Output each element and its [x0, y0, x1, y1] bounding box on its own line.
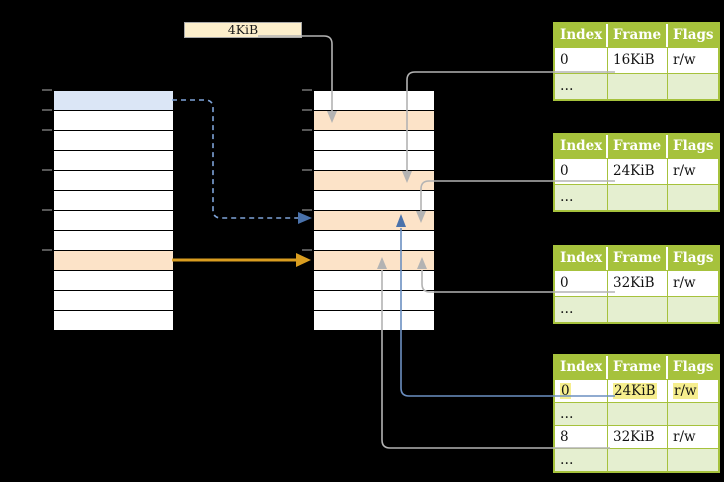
table-cell	[668, 448, 718, 471]
table-cell: 16KiB	[608, 47, 668, 73]
highlighted-value: 24KiB	[613, 383, 657, 399]
table-cell: 0	[555, 270, 608, 296]
table-cell: …	[555, 402, 608, 425]
table-cell	[608, 73, 668, 99]
arrow-virtual9-to-frame9-orange	[172, 253, 311, 267]
table-cell: r/w	[668, 158, 718, 184]
header-cell: Frame	[608, 24, 668, 47]
memory-row-plain	[314, 291, 434, 311]
header-cell: Frame	[608, 135, 668, 158]
middle-column-ticks	[302, 89, 312, 251]
memory-row-frame-orange	[54, 251, 173, 271]
highlighted-value: 0	[560, 383, 571, 399]
memory-row-plain	[54, 311, 173, 330]
header-cell: Frame	[608, 356, 668, 379]
table-cell: r/w	[668, 270, 718, 296]
header-cell: Flags	[673, 138, 714, 154]
header-cell: Index	[555, 24, 608, 47]
virtual-memory-column	[53, 90, 174, 331]
memory-row-plain	[314, 231, 434, 251]
table-cell: 32KiB	[608, 270, 668, 296]
memory-row-frame-orange	[314, 211, 434, 231]
memory-row-plain	[314, 131, 434, 151]
table-cell: 24KiB	[608, 379, 668, 402]
memory-row-plain	[314, 191, 434, 211]
table-cell	[668, 73, 718, 99]
table-row: …	[555, 184, 718, 210]
table-cell	[608, 402, 668, 425]
highlighted-value: r/w	[673, 383, 698, 399]
memory-row-plain	[54, 191, 173, 211]
table-cell: 24KiB	[608, 158, 668, 184]
table-cell: r/w	[668, 47, 718, 73]
table-cell: r/w	[668, 379, 718, 402]
table-cell: …	[555, 448, 608, 471]
table-cell: r/w	[668, 425, 718, 448]
table-row: …	[555, 73, 718, 99]
table-row: …	[555, 448, 718, 471]
header-cell: Frame	[608, 247, 668, 270]
table-cell: …	[555, 73, 608, 99]
memory-row-plain	[314, 151, 434, 171]
table-row: …	[555, 296, 718, 322]
header-cell: Flags	[673, 359, 714, 375]
table-cell: 32KiB	[608, 425, 668, 448]
table-cell	[668, 184, 718, 210]
memory-row-plain	[54, 151, 173, 171]
memory-row-plain	[54, 271, 173, 291]
table-row: 0 24KiB r/w	[555, 379, 718, 402]
table-cell	[608, 296, 668, 322]
table-cell	[608, 448, 668, 471]
table-cell: 0	[555, 47, 608, 73]
header-cell: Flags	[673, 250, 714, 266]
header-cell: Index	[555, 247, 608, 270]
memory-row-plain	[314, 271, 434, 291]
table-cell: 0	[555, 158, 608, 184]
table-cell: …	[555, 184, 608, 210]
arrow-virtual1-to-frame7-dashed	[172, 99, 312, 224]
memory-row-frame-orange	[314, 111, 434, 131]
table-cell	[668, 402, 718, 425]
memory-row-plain	[54, 291, 173, 311]
memory-row-frame-orange	[314, 251, 434, 271]
left-column-ticks	[42, 89, 52, 251]
memory-row-plain	[314, 311, 434, 330]
header-cell: Flags	[673, 27, 714, 43]
memory-row-plain	[54, 211, 173, 231]
table-cell	[608, 184, 668, 210]
memory-row-page-blue	[54, 91, 173, 111]
memory-row-plain	[314, 91, 434, 111]
table-cell: 0	[555, 379, 608, 402]
table-cell: …	[555, 296, 608, 322]
table-cell	[668, 296, 718, 322]
memory-row-frame-orange	[314, 171, 434, 191]
table-cell: 8	[555, 425, 608, 448]
memory-row-plain	[54, 171, 173, 191]
header-cell: Index	[555, 356, 608, 379]
table-row: …	[555, 402, 718, 425]
memory-row-plain	[54, 231, 173, 251]
header-cell: Index	[555, 135, 608, 158]
memory-row-plain	[54, 131, 173, 151]
page-size-label: 4KiB	[184, 22, 302, 38]
physical-frames-column	[313, 90, 435, 331]
memory-row-plain	[54, 111, 173, 131]
